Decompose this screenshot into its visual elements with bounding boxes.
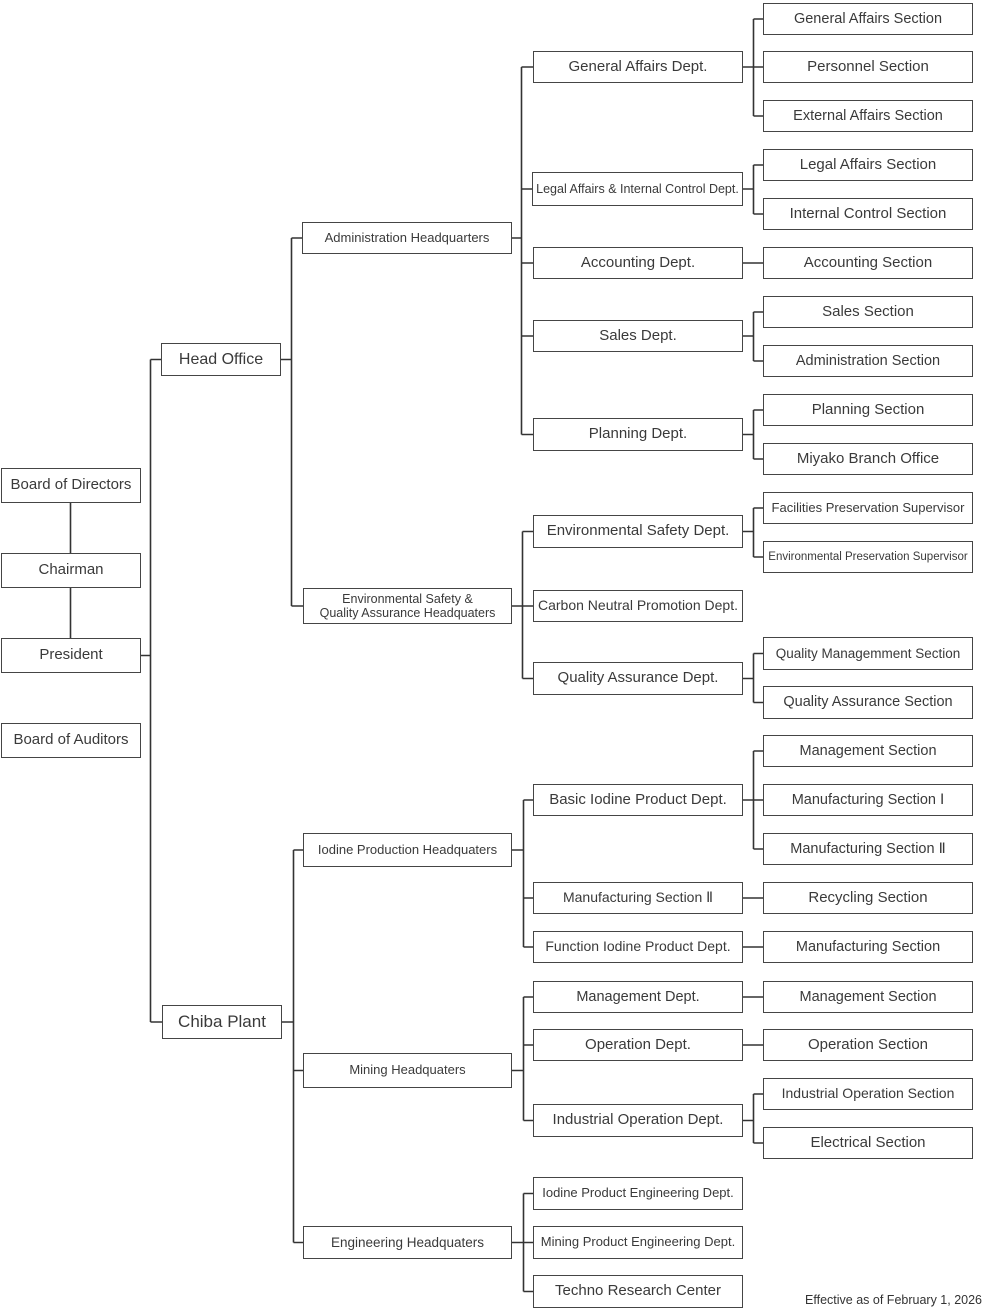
node-board-of-directors: Board of Directors (1, 468, 141, 503)
node-legal-affairs-section: Legal Affairs Section (763, 149, 973, 181)
node-president: President (1, 638, 141, 673)
node-environmental-safety-dept: Environmental Safety Dept. (533, 515, 743, 548)
node-internal-control-section: Internal Control Section (763, 198, 973, 230)
executive-trunk-line (69, 358, 162, 1023)
chiba-plant-branch-line (282, 849, 303, 1244)
node-personnel-section: Personnel Section (763, 51, 973, 83)
node-industrial-operation-dept: Industrial Operation Dept. (533, 1104, 743, 1137)
node-head-office: Head Office (161, 343, 281, 376)
node-chiba-plant: Chiba Plant (162, 1005, 282, 1039)
hq-dept-connector-lines (512, 66, 533, 1293)
node-administration-section: Administration Section (763, 345, 973, 377)
node-environmental-preservation-supervisor: Environmental Preservation Supervisor (763, 541, 973, 573)
node-miyako-branch-office: Miyako Branch Office (763, 443, 973, 475)
node-manufacturing-section-2-dept: Manufacturing Section Ⅱ (533, 882, 743, 914)
node-env-safety-qa-headquarters: Environmental Safety & Quality Assurance… (303, 588, 512, 624)
node-function-iodine-product-dept: Function Iodine Product Dept. (533, 931, 743, 963)
node-sales-section: Sales Section (763, 296, 973, 328)
node-carbon-neutral-promotion-dept: Carbon Neutral Promotion Dept. (533, 590, 743, 622)
node-general-affairs-dept: General Affairs Dept. (533, 51, 743, 83)
node-board-of-auditors: Board of Auditors (1, 723, 141, 758)
node-operation-dept: Operation Dept. (533, 1029, 743, 1061)
node-quality-management-section: Quality Managemment Section (763, 637, 973, 670)
node-accounting-section: Accounting Section (763, 247, 973, 279)
node-industrial-operation-section: Industrial Operation Section (763, 1078, 973, 1110)
node-operation-section: Operation Section (763, 1029, 973, 1061)
node-planning-dept: Planning Dept. (533, 418, 743, 451)
node-engineering-headquarters: Engineering Headquaters (303, 1226, 512, 1259)
effective-date-note: Effective as of February 1, 2026 (805, 1293, 982, 1307)
node-techno-research-center: Techno Research Center (533, 1275, 743, 1308)
node-iodine-production-headquarters: Iodine Production Headquaters (303, 833, 512, 867)
node-accounting-dept: Accounting Dept. (533, 247, 743, 279)
node-mining-headquarters: Mining Headquaters (303, 1053, 512, 1088)
node-basic-iodine-product-dept: Basic Iodine Product Dept. (533, 784, 743, 816)
node-management-dept: Management Dept. (533, 981, 743, 1013)
head-office-branch-line (281, 237, 303, 607)
node-management-section-iodine: Management Section (763, 735, 973, 767)
node-sales-dept: Sales Dept. (533, 320, 743, 352)
node-iodine-product-engineering-dept: Iodine Product Engineering Dept. (533, 1177, 743, 1210)
node-administration-headquarters: Administration Headquarters (302, 222, 512, 254)
node-manufacturing-section-2: Manufacturing Section Ⅱ (763, 833, 973, 865)
node-recycling-section: Recycling Section (763, 882, 973, 914)
node-manufacturing-section-1: Manufacturing Section Ⅰ (763, 784, 973, 816)
node-mining-product-engineering-dept: Mining Product Engineering Dept. (533, 1226, 743, 1259)
node-electrical-section: Electrical Section (763, 1127, 973, 1159)
node-planning-section: Planning Section (763, 394, 973, 426)
node-legal-affairs-internal-control-dept: Legal Affairs & Internal Control Dept. (532, 172, 743, 206)
node-chairman: Chairman (1, 553, 141, 588)
node-facilities-preservation-supervisor: Facilities Preservation Supervisor (763, 492, 973, 524)
node-quality-assurance-section: Quality Assurance Section (763, 686, 973, 719)
node-external-affairs-section: External Affairs Section (763, 100, 973, 132)
node-management-section-mining: Management Section (763, 981, 973, 1013)
node-manufacturing-section: Manufacturing Section (763, 931, 973, 963)
dept-section-connector-lines (743, 18, 763, 1144)
node-quality-assurance-dept: Quality Assurance Dept. (533, 662, 743, 695)
node-general-affairs-section: General Affairs Section (763, 3, 973, 35)
